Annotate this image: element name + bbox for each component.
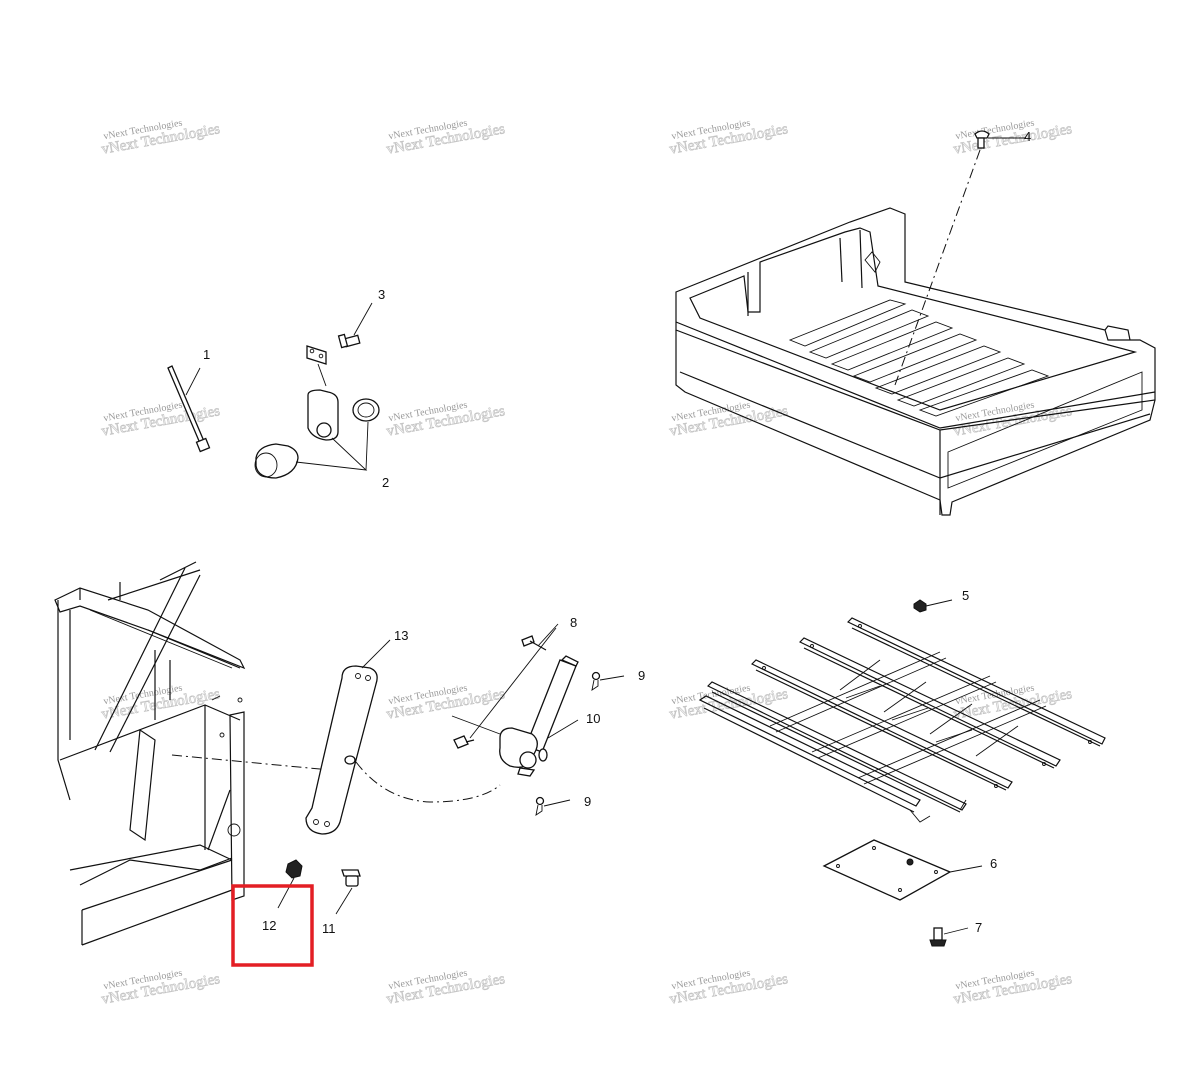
callout-4: 4 [1024, 129, 1031, 144]
highlight-box-12 [231, 884, 314, 967]
callout-6: 6 [990, 856, 997, 871]
callout-12: 12 [262, 918, 276, 933]
part-2-hinge-kit [254, 345, 380, 479]
part-9-clip-lower [535, 796, 571, 816]
callout-5: 5 [962, 588, 969, 603]
watermark: vNext Technologies vNext Technologies [385, 118, 507, 159]
part-1-cable-tie [167, 365, 211, 453]
bed-frame [698, 617, 1106, 823]
watermark: vNext Technologies vNext Technologies [952, 118, 1074, 159]
callout-7: 7 [975, 920, 982, 935]
part-3-screw [337, 302, 373, 349]
watermark: vNext Technologies vNext Technologies [668, 118, 790, 159]
callout-2: 2 [382, 475, 389, 490]
part-13-link-arm [305, 639, 391, 835]
leader-frame [171, 754, 331, 771]
callout-11: 11 [322, 921, 336, 936]
part-4-rivet [974, 130, 1026, 149]
callout-9-lower: 9 [584, 794, 591, 809]
part-9-clip-upper [591, 671, 625, 691]
watermark: vNext Technologies vNext Technologies [100, 400, 222, 441]
callout-1: 1 [203, 347, 210, 362]
part-10-actuator [451, 655, 579, 777]
watermark: vNext Technologies vNext Technologies [385, 400, 507, 441]
cargo-box [675, 207, 1156, 516]
watermark: vNext Technologies vNext Technologies [100, 683, 222, 724]
part-11-bolt [335, 869, 361, 915]
leader-arc [355, 761, 501, 803]
part-5-nut [913, 599, 953, 613]
watermark: vNext Technologies vNext Technologies [668, 968, 790, 1009]
callout-13: 13 [394, 628, 408, 643]
watermark: vNext Technologies vNext Technologies [668, 400, 790, 441]
part-7-screw [929, 927, 969, 947]
part-6-plate [822, 839, 983, 901]
callout-3: 3 [378, 287, 385, 302]
part-12-nut [277, 859, 303, 909]
callout-8: 8 [570, 615, 577, 630]
watermark: vNext Technologies vNext Technologies [385, 968, 507, 1009]
callout-10: 10 [586, 711, 600, 726]
part-8-pins [453, 623, 559, 749]
watermark: vNext Technologies vNext Technologies [100, 968, 222, 1009]
watermark: vNext Technologies vNext Technologies [100, 118, 222, 159]
leader-4 [894, 149, 981, 386]
frame-assembly [54, 561, 246, 946]
callout-9-upper: 9 [638, 668, 645, 683]
watermark: vNext Technologies vNext Technologies [952, 968, 1074, 1009]
